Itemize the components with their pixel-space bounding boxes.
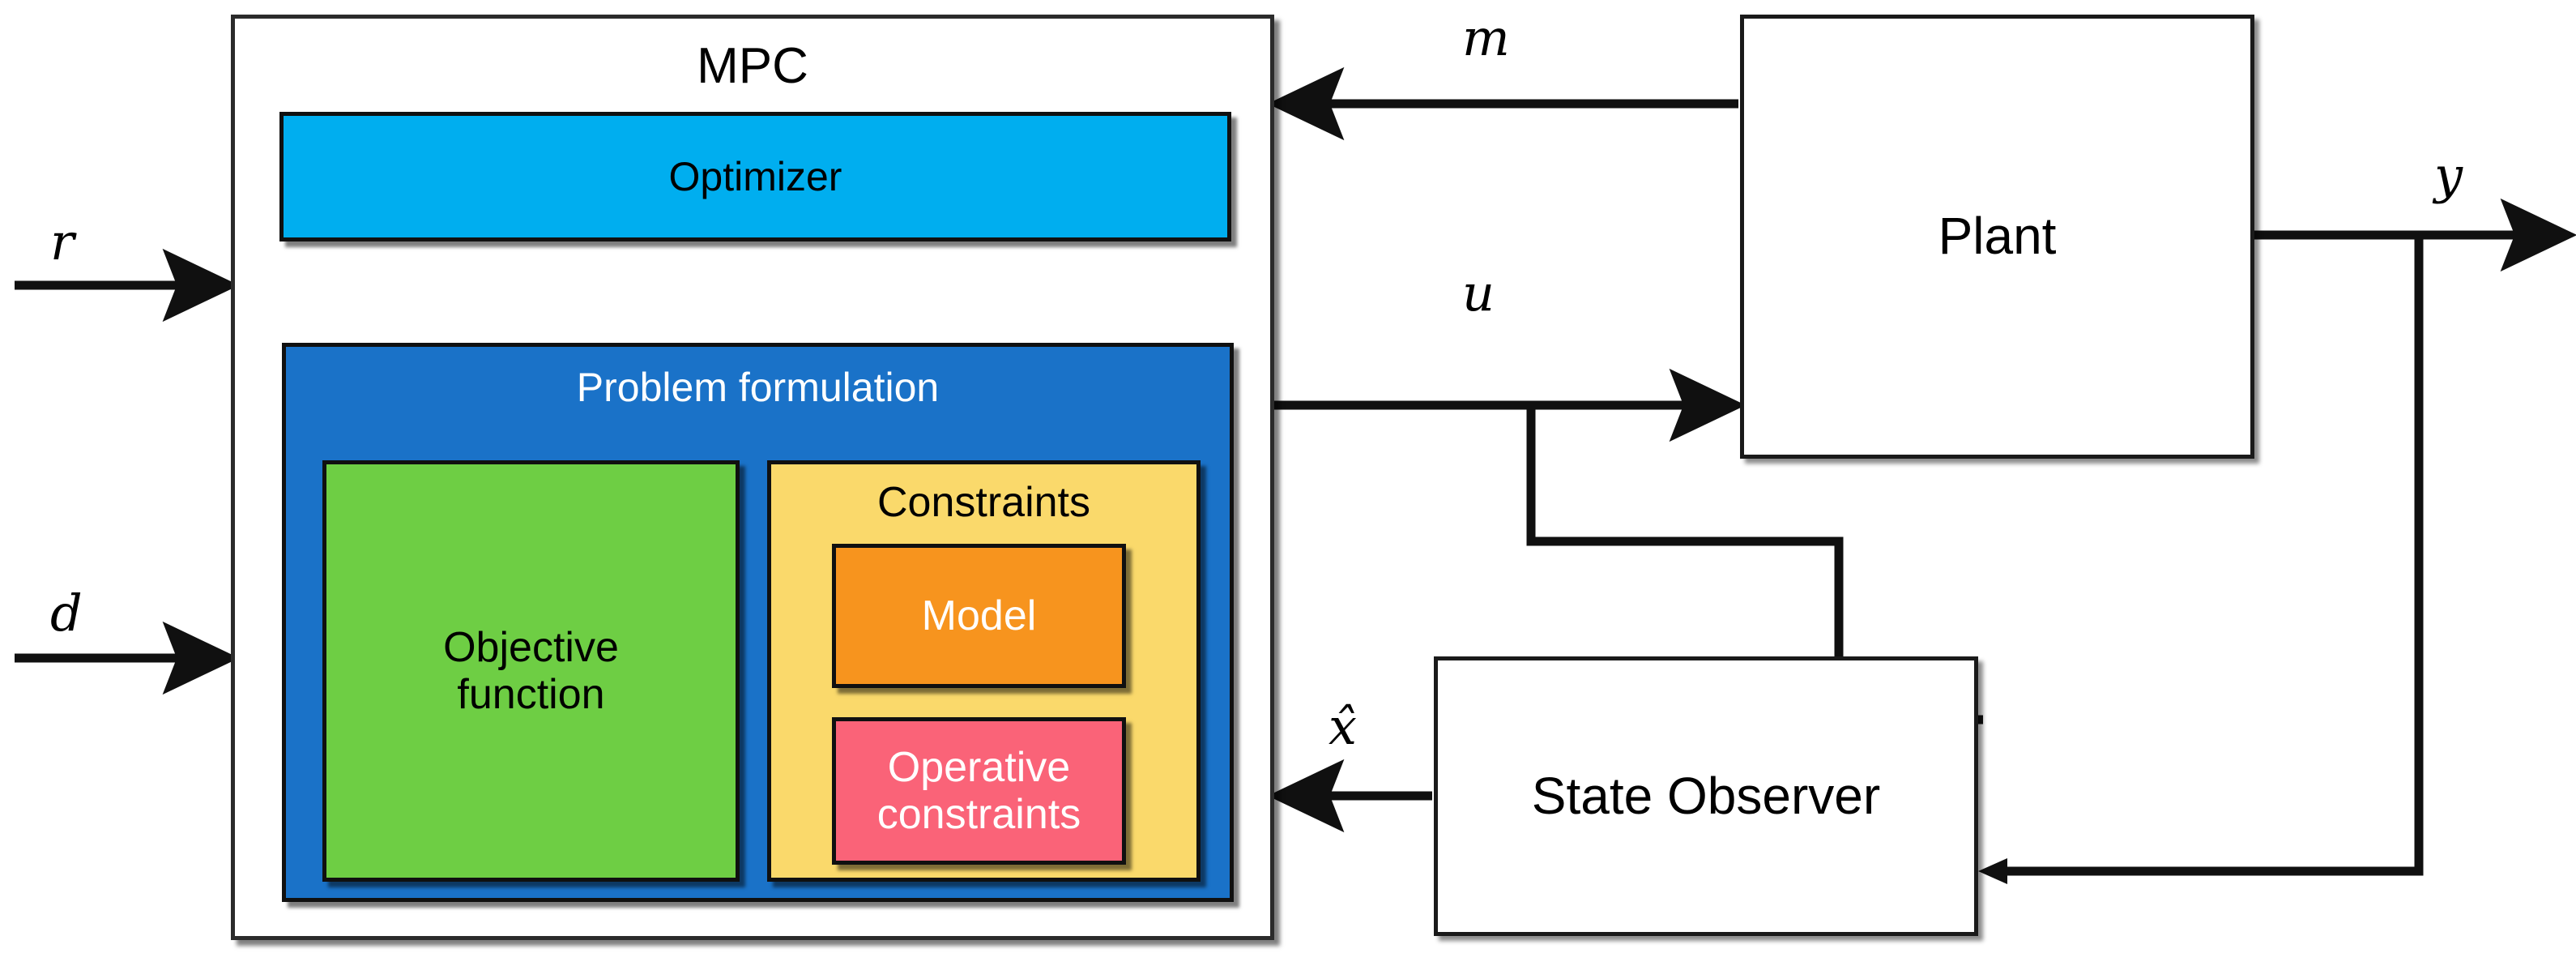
constraints-label: Constraints: [877, 479, 1090, 526]
objective-function-block[interactable]: Objective function: [322, 460, 740, 882]
state-observer-label: State Observer: [1531, 766, 1881, 825]
problem-formulation-label: Problem formulation: [576, 365, 940, 410]
signal-label-u: u: [1462, 263, 1495, 323]
operative-constraints-label: Operative constraints: [877, 744, 1081, 838]
plant-block[interactable]: Plant: [1740, 15, 2254, 459]
mpc-container[interactable]: MPC Optimizer Problem formulation Object…: [231, 15, 1274, 940]
objective-function-line1: Objective: [443, 623, 619, 671]
plant-label: Plant: [1938, 207, 2057, 266]
state-observer-block[interactable]: State Observer: [1434, 656, 1978, 936]
mpc-title: MPC: [697, 38, 808, 94]
objective-function-label: Objective function: [443, 624, 619, 718]
model-label: Model: [921, 592, 1037, 639]
signal-label-xhat: x̂: [1329, 697, 1357, 756]
signal-label-d: d: [50, 583, 83, 643]
signal-label-y: y: [2434, 146, 2463, 205]
problem-formulation-block[interactable]: Problem formulation Objective function C…: [282, 343, 1234, 902]
operative-constraints-block[interactable]: Operative constraints: [832, 717, 1126, 865]
optimizer-block[interactable]: Optimizer: [279, 112, 1231, 242]
objective-function-line2: function: [457, 671, 605, 718]
operative-constraints-line1: Operative: [887, 743, 1071, 791]
signal-label-r: r: [50, 212, 75, 271]
constraints-block[interactable]: Constraints Model Operative constraints: [767, 460, 1201, 882]
model-block[interactable]: Model: [832, 544, 1126, 688]
wire-y-arrow-tip: [1978, 858, 2007, 884]
operative-constraints-line2: constraints: [876, 791, 1081, 838]
optimizer-label: Optimizer: [668, 154, 842, 199]
signal-label-m: m: [1462, 8, 1510, 67]
